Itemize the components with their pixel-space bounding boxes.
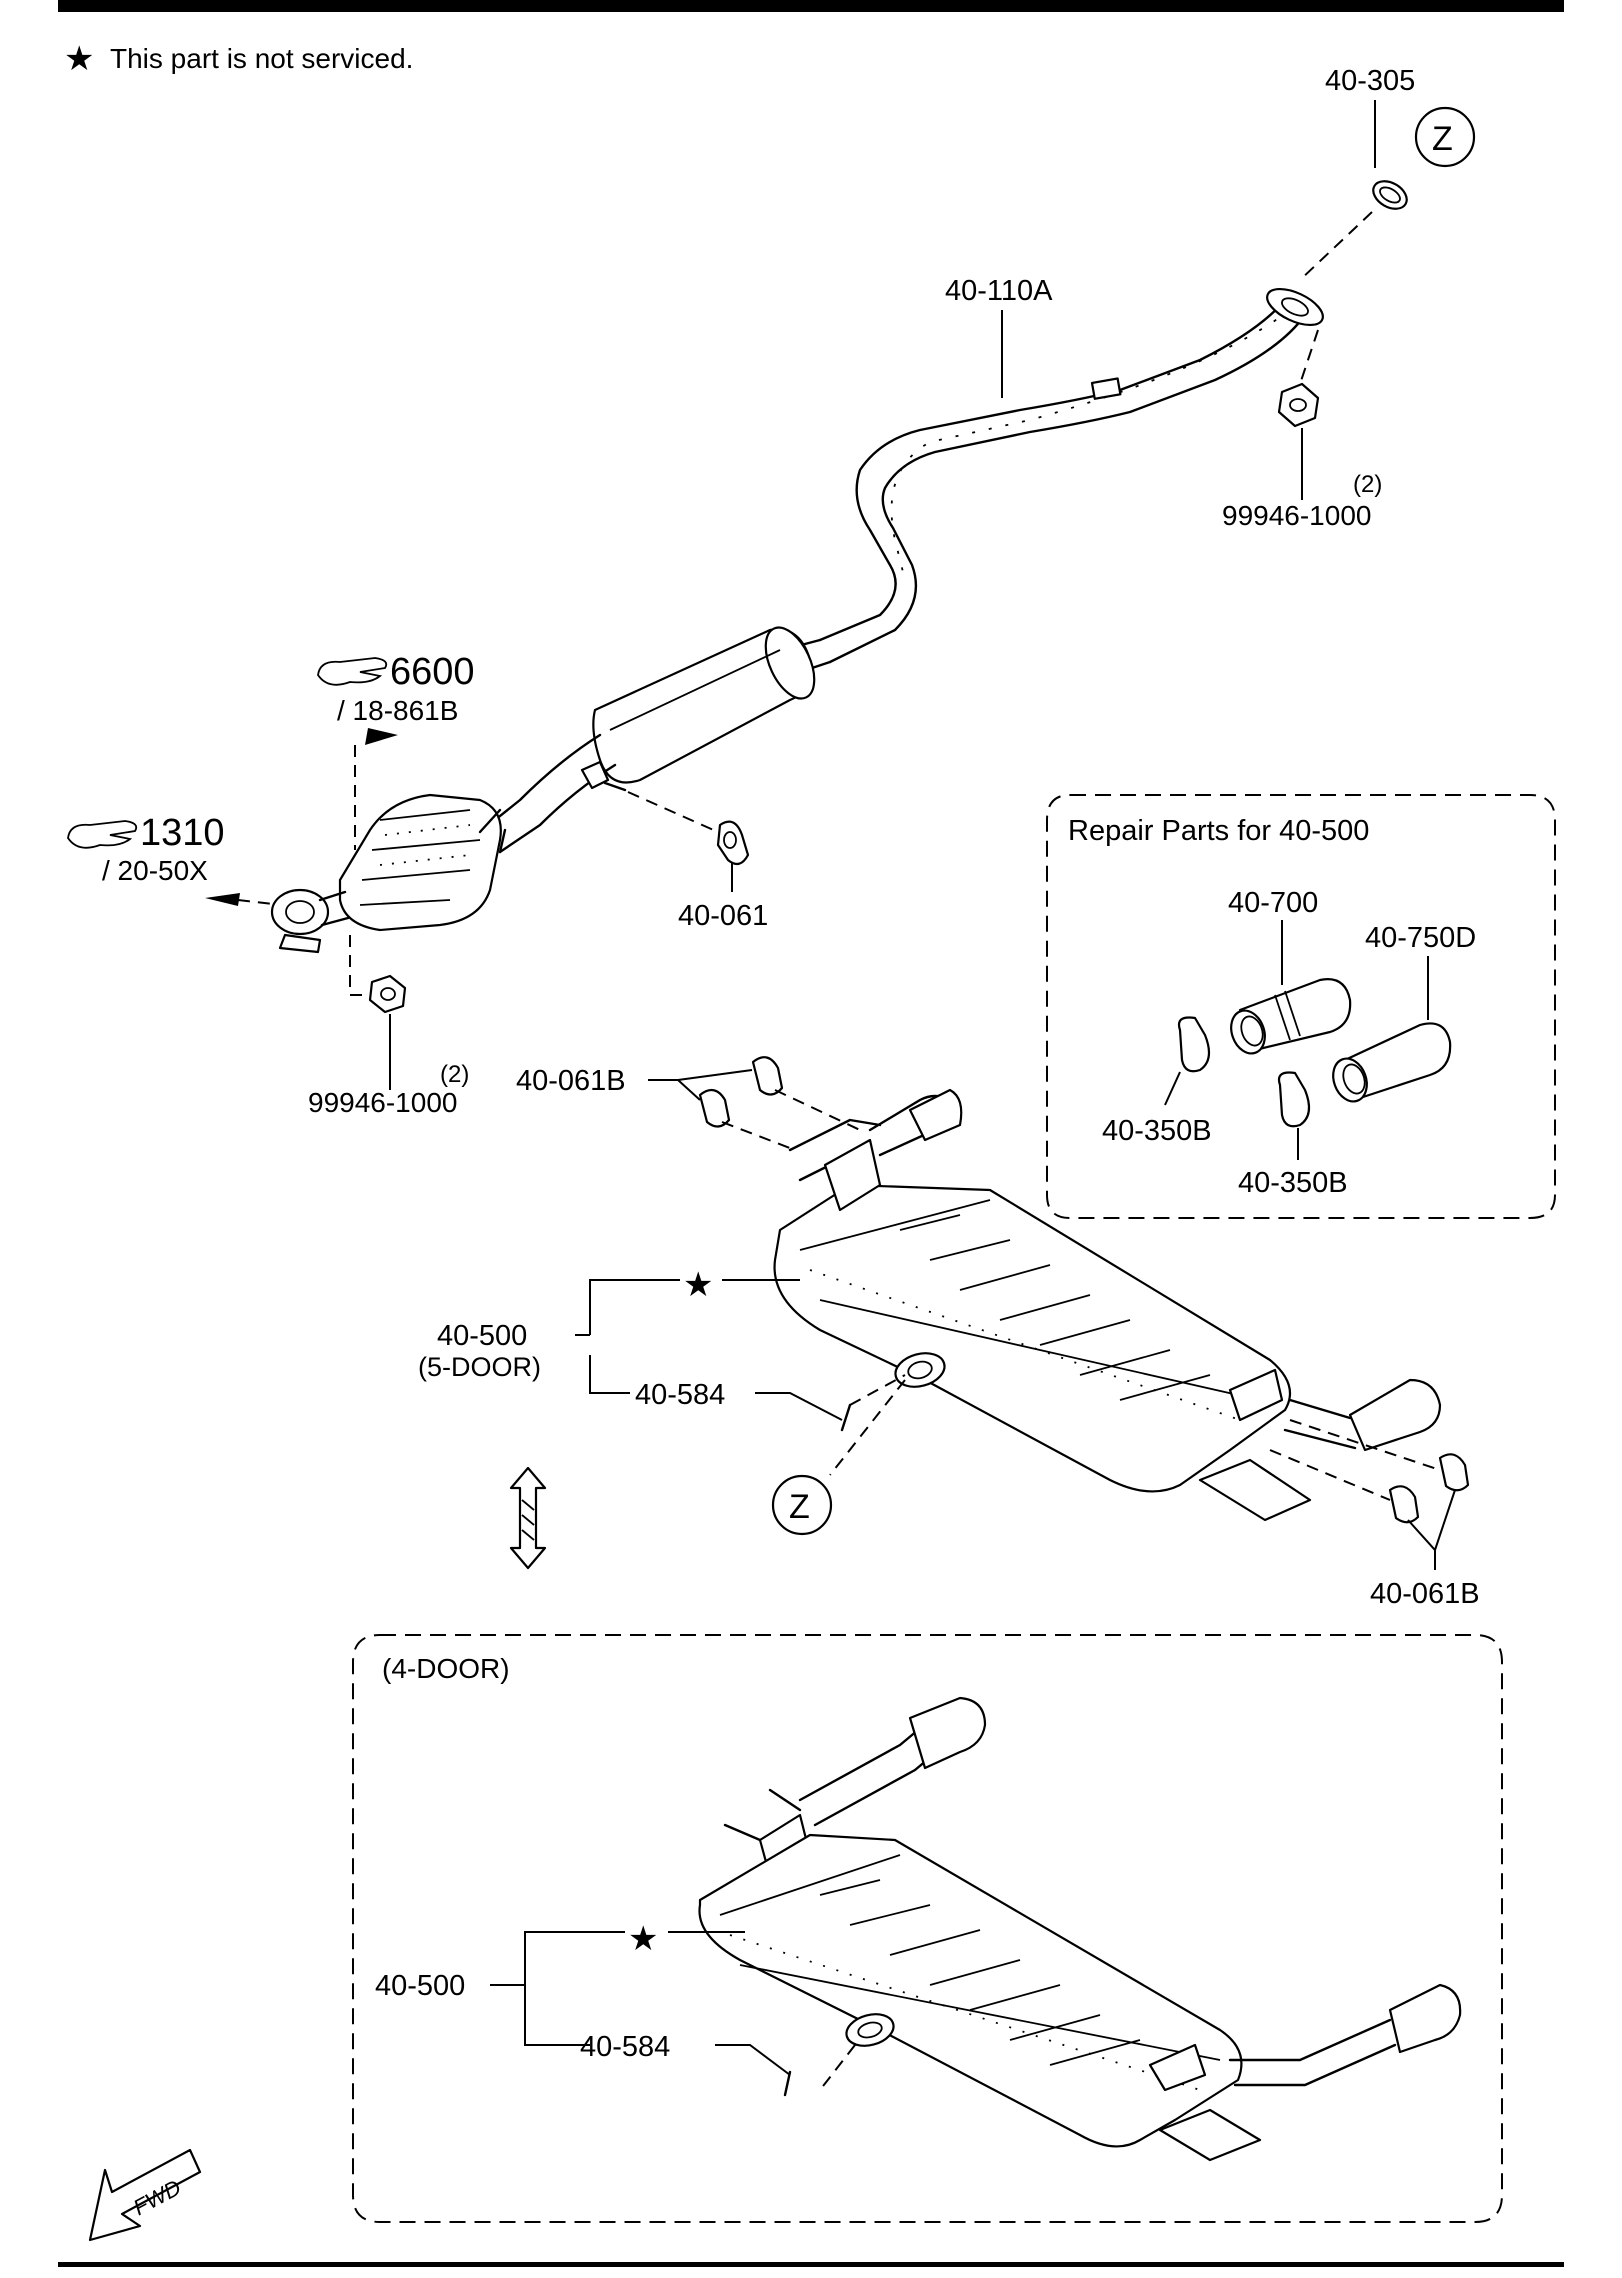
label-4-door: (4-DOOR) [382,1653,510,1684]
note-star-icon: ★ [64,40,94,78]
label-40-061: 40-061 [678,900,768,932]
part-40-350B-a[interactable]: 40-350B [1102,1016,1212,1148]
part-40-061B-upper[interactable] [698,1056,861,1151]
reference-1310[interactable]: 1310 / 20-50X [67,812,283,906]
z-bottom-label: Z [789,1488,810,1526]
label-40-500-5door: 40-500 [437,1320,527,1352]
label-40-350B-b: 40-350B [1238,1167,1348,1199]
repair-parts-box: Repair Parts for 40-500 40-700 40-750D 4… [1046,794,1556,1219]
rubber-hanger-icon [716,820,750,866]
fwd-arrow-icon: FWD [88,2148,202,2242]
label-40-110A: 40-110A [945,275,1053,307]
star-5door-icon: ★ [683,1266,713,1304]
label-40-584-4door: 40-584 [580,2031,670,2063]
ref-6600-number: 6600 [390,651,475,693]
not-serviced-note: ★ This part is not serviced. [64,40,413,78]
ref-1310-number: 1310 [140,812,225,854]
part-40-350B-b[interactable]: 40-350B [1238,1071,1348,1200]
arrow-icon [365,728,398,745]
z-connector-top: Z [1414,106,1476,168]
label-40-584-5door: 40-584 [635,1379,725,1411]
bottom-border [58,2262,1564,2267]
label-40-061B-lower: 40-061B [1370,1578,1480,1610]
star-4door-icon: ★ [628,1920,658,1958]
label-40-750D: 40-750D [1365,922,1476,954]
part-40-584-5door[interactable] [840,1374,906,1432]
label-99946-1000-top: 99946-1000 [1222,500,1371,531]
reference-6600[interactable]: 6600 / 18-861B [317,651,475,850]
four-door-box: (4-DOOR) [352,1634,1503,2223]
note-text: This part is not serviced. [110,43,413,74]
label-5-door: (5-DOOR) [418,1352,541,1382]
label-40-061B-upper: 40-061B [516,1065,626,1097]
nut-icon [1277,382,1320,428]
arrow-icon [205,893,240,906]
clamp-icon [1277,1071,1311,1128]
z-top-label: Z [1432,120,1453,158]
catalytic-converter [270,793,507,954]
part-99946-1000-top[interactable]: (2) 99946-1000 [1222,329,1382,531]
qty-top: (2) [1353,471,1382,498]
top-border [58,0,1564,12]
part-40-700[interactable]: 40-700 [1225,887,1352,1058]
muffler-5-door: 40-061B 40-061B [516,1056,1480,1610]
z-circle-icon [771,1474,833,1536]
pointing-hand-icon [67,820,138,849]
nut-icon [368,974,407,1014]
part-99946-1000-left[interactable]: (2) 99946-1000 [308,935,469,1118]
label-40-700: 40-700 [1228,887,1318,919]
label-40-350B-a: 40-350B [1102,1115,1212,1147]
z-circle-icon [1414,106,1476,168]
label-40-305: 40-305 [1325,65,1415,97]
clamp-icon [1177,1016,1211,1073]
label-40-500-4door: 40-500 [375,1970,465,2002]
repair-box-title: Repair Parts for 40-500 [1068,815,1369,847]
part-40-305[interactable]: 40-305 [1325,65,1415,214]
part-40-750D[interactable]: 40-750D [1327,922,1476,1106]
qty-left: (2) [440,1061,469,1088]
ref-6600-sub: / 18-861B [337,695,458,726]
pointing-hand-icon [317,657,388,686]
ref-1310-sub: / 20-50X [102,855,208,886]
front-pipe-40-110A[interactable] [478,282,1328,854]
part-40-061[interactable]: 40-061 [627,791,768,932]
part-40-061B-lower[interactable] [1269,1419,1470,1570]
z-connector-bottom: Z [771,1379,906,1536]
alternate-arrow-icon [509,1466,547,1570]
gasket-ring-icon [1372,180,1408,210]
label-99946-1000-left: 99946-1000 [308,1087,457,1118]
